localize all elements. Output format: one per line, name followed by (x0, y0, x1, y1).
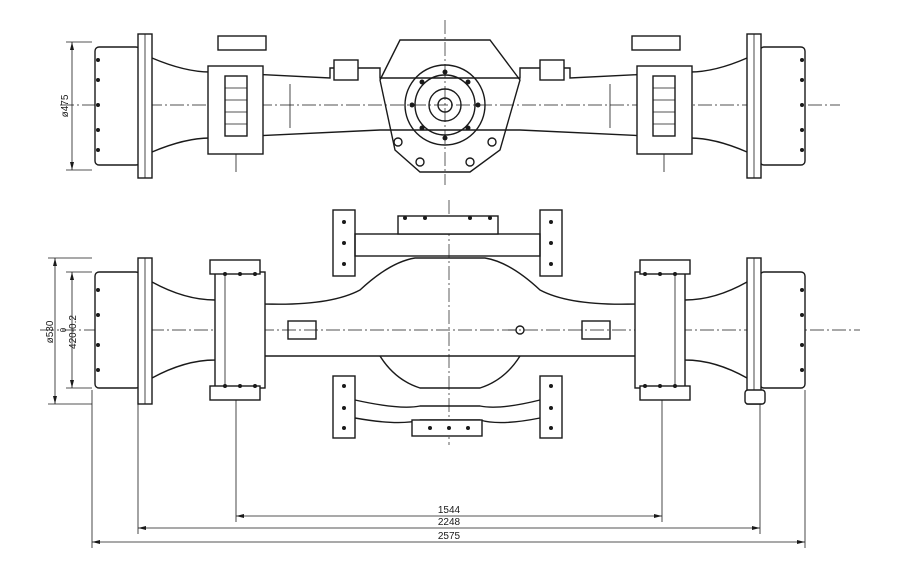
front-left-brake (209, 259, 266, 401)
dim-top-diameter-label: ø475 (60, 94, 71, 117)
front-upper-mounts (332, 209, 563, 277)
dim-overall-width: 2575 (92, 531, 805, 544)
top-left-hub (94, 33, 153, 179)
front-view: ø530 0 420-0.2 (40, 200, 860, 445)
front-left-window (287, 320, 317, 340)
front-right-hub (744, 257, 806, 405)
top-right-hub (746, 33, 806, 179)
dim-track-mid: 2248 (138, 517, 760, 530)
bottom-dimensions: 1544 2248 2575 (91, 390, 806, 548)
front-beam-lower (151, 355, 748, 379)
front-left-hub (94, 257, 153, 405)
dim-top-diameter: ø475 (60, 41, 92, 171)
top-view: ø475 (60, 20, 840, 185)
dim-front-diameter: ø530 (45, 257, 92, 405)
front-right-window (581, 320, 611, 340)
dim-front-fit-upper-label: 0 (59, 327, 68, 332)
top-beam-upper (151, 57, 748, 79)
dim-front-fit-label: 420-0.2 (68, 315, 79, 349)
top-right-brake (631, 35, 693, 172)
dim-track-inner: 1544 (236, 505, 662, 518)
top-differential (333, 39, 565, 173)
top-beam-lower (151, 129, 748, 153)
top-left-brake (207, 35, 267, 172)
dim-front-fit: 0 420-0.2 (59, 271, 92, 389)
dim-overall-width-label: 2575 (438, 531, 461, 542)
dim-front-diameter-label: ø530 (45, 320, 56, 343)
dim-track-mid-label: 2248 (438, 517, 461, 528)
front-right-brake (634, 259, 691, 401)
front-lower-mounts (332, 355, 563, 439)
dim-track-inner-label: 1544 (438, 505, 461, 516)
